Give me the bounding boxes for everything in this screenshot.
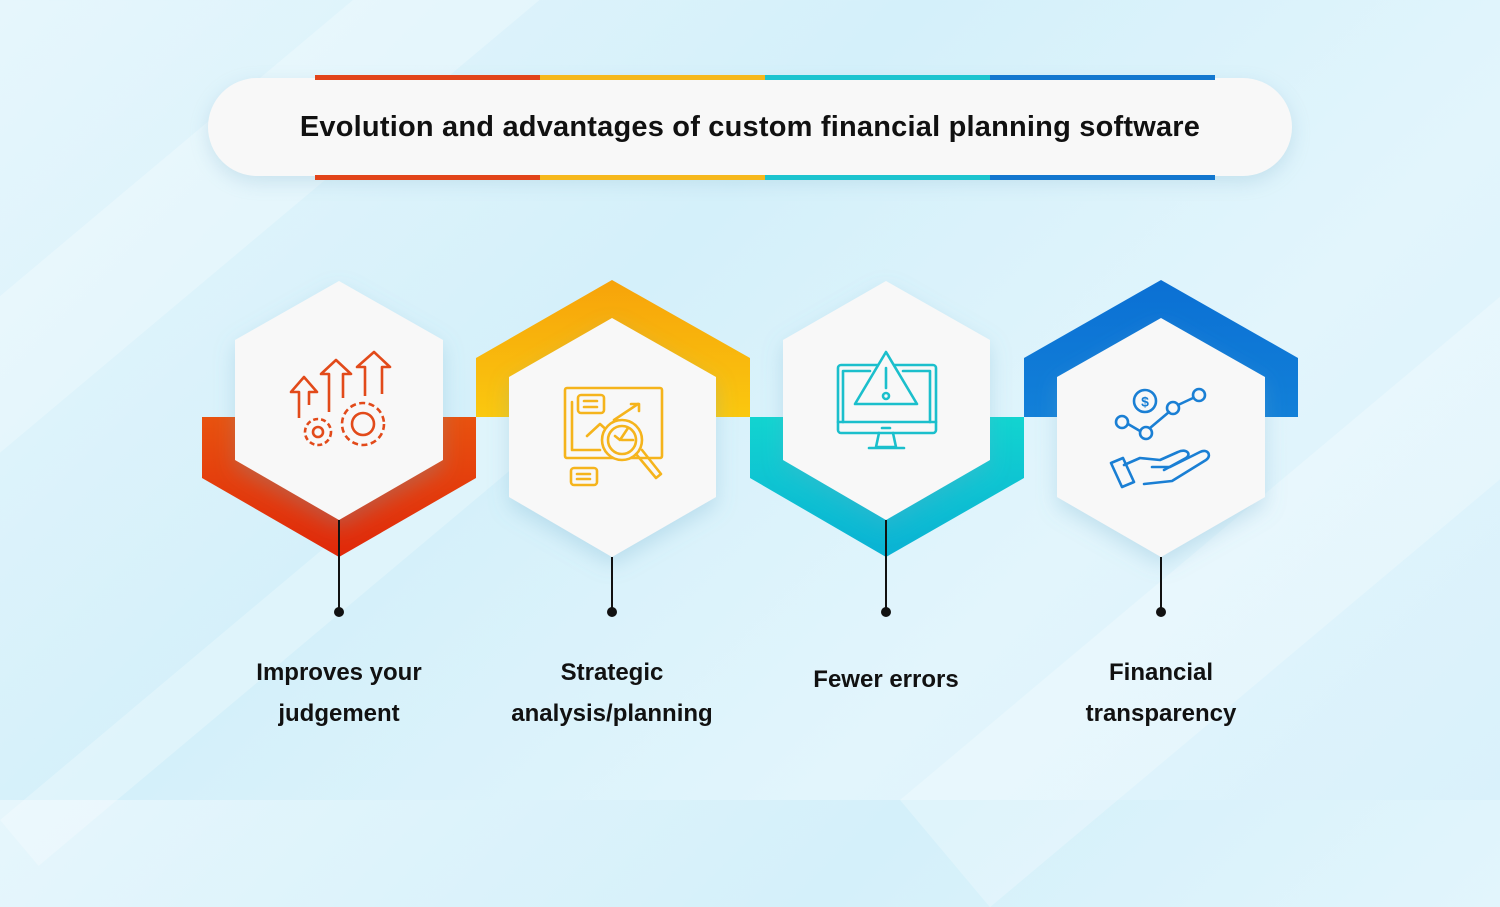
item-3-label: Fewer errors	[756, 659, 1016, 700]
monitor-warning-icon	[836, 350, 938, 450]
item-1-hexagon	[202, 281, 476, 617]
item-1-hex	[235, 281, 443, 520]
item-3-label-line1: Fewer errors	[813, 666, 959, 693]
growth-gears-icon	[289, 350, 392, 447]
item-4-hex	[1057, 318, 1265, 557]
analysis-magnifier-icon	[563, 386, 664, 487]
item-1-dot	[334, 607, 344, 617]
hand-money-chart-icon: $	[1109, 387, 1211, 489]
title-bar-red-bottom	[315, 175, 540, 180]
title-bar-teal-top	[765, 75, 990, 80]
item-1-label-line1: Improves your	[256, 659, 422, 686]
svg-text:$: $	[1141, 394, 1149, 410]
item-2-label: Strategic analysis/planning	[482, 652, 742, 734]
item-2-dot	[607, 607, 617, 617]
item-2-label-line1: Strategic	[560, 659, 664, 686]
title-bar-blue-bottom	[990, 175, 1215, 180]
page-title: Evolution and advantages of custom finan…	[299, 110, 1201, 143]
item-4-label-line2: transparency	[1085, 700, 1237, 727]
item-1-label-line2: judgement	[278, 700, 400, 727]
item-1-label: Improves your judgement	[209, 652, 469, 734]
title-banner: Evolution and advantages of custom finan…	[208, 78, 1292, 176]
item-2-label-line2: analysis/planning	[511, 700, 713, 727]
title-bar-teal-bottom	[765, 175, 990, 180]
item-4-label-line1: Financial	[1108, 659, 1214, 686]
item-4-dot	[1156, 607, 1166, 617]
hexagon-diagram: $	[202, 280, 1298, 617]
title-bar-yellow-bottom	[540, 175, 765, 180]
item-4-hexagon: $	[1024, 280, 1298, 617]
item-4-label: Financial transparency	[1031, 652, 1291, 734]
item-2-hexagon	[476, 280, 750, 617]
item-3-dot	[881, 607, 891, 617]
title-bar-yellow-top	[540, 75, 765, 80]
title-bar-blue-top	[990, 75, 1215, 80]
item-3-hexagon	[750, 281, 1024, 617]
title-bar-red-top	[315, 75, 540, 80]
